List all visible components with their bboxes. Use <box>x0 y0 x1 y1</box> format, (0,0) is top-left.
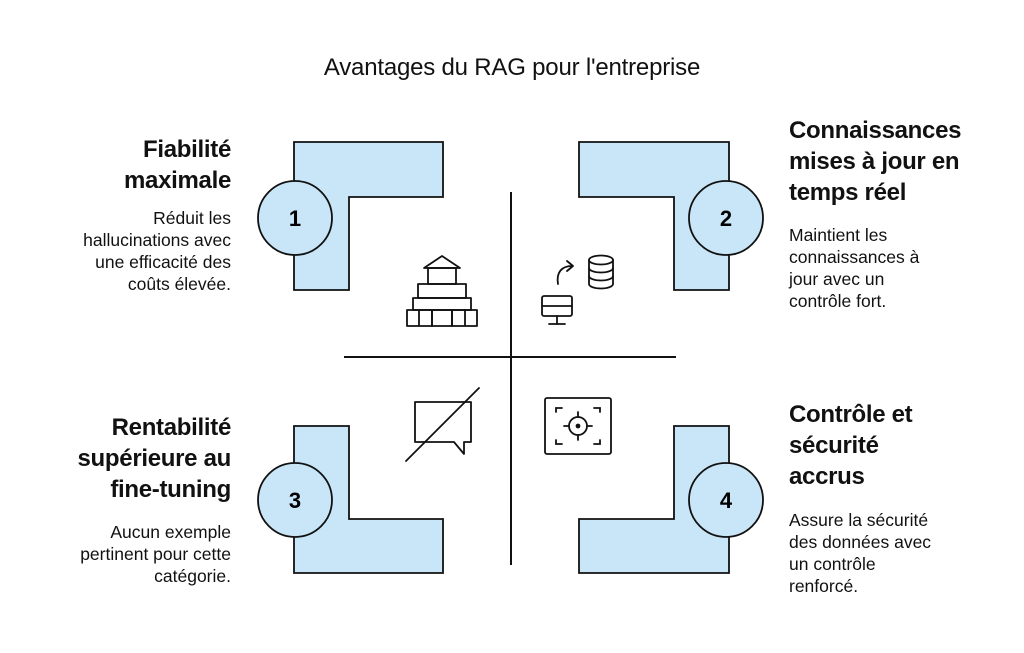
l-shape-1 <box>293 141 444 291</box>
building-blocks-icon <box>406 255 478 327</box>
database-sync-icon <box>541 254 614 325</box>
number-badge-4: 4 <box>688 462 764 538</box>
description-1: Réduit les hallucinations avec une effic… <box>83 207 231 295</box>
l-shape-3 <box>293 425 444 574</box>
description-1-line: Réduit les <box>153 208 231 228</box>
description-1-line: coûts élevée. <box>127 274 231 294</box>
heading-2-line: mises à jour en <box>789 148 960 175</box>
heading-3: Rentabilité supérieure au fine-tuning <box>78 412 232 505</box>
heading-2: Connaissances mises à jour en temps réel <box>789 115 961 208</box>
description-2-line: contrôle fort. <box>789 291 887 311</box>
description-4-line: Assure la sécurité <box>789 510 929 530</box>
heading-4-line: Contrôle et <box>789 401 913 428</box>
description-1-line: hallucinations avec <box>83 230 231 250</box>
description-3-line: pertinent pour cette <box>80 544 231 564</box>
number-4: 4 <box>720 488 733 513</box>
description-4-line: des données avec <box>789 532 932 552</box>
description-2-line: Maintient les <box>789 225 888 245</box>
heading-4: Contrôle et sécurité accrus <box>789 399 913 492</box>
number-badge-3: 3 <box>257 462 333 538</box>
heading-1-line: maximale <box>123 167 231 194</box>
description-2-line: jour avec un <box>789 269 885 289</box>
number-3: 3 <box>289 488 301 513</box>
page-title: Avantages du RAG pour l'entreprise <box>323 54 701 81</box>
number-badge-2: 2 <box>688 180 764 256</box>
description-1-line: une efficacité des <box>95 252 231 272</box>
heading-2-line: Connaissances <box>789 117 962 144</box>
l-shape-4 <box>578 425 730 574</box>
number-badge-1: 1 <box>257 180 333 256</box>
heading-3-line: supérieure au <box>77 445 232 472</box>
description-4: Assure la sécurité des données avec un c… <box>789 509 931 597</box>
description-4-line: renforcé. <box>789 576 859 596</box>
target-frame-icon <box>544 397 612 455</box>
description-3: Aucun exemple pertinent pour cette catég… <box>80 521 231 587</box>
description-3-line: catégorie. <box>154 566 231 586</box>
heading-1-line: Fiabilité <box>143 136 231 163</box>
heading-2-line: temps réel <box>789 179 907 206</box>
heading-4-line: accrus <box>789 463 865 490</box>
number-1: 1 <box>289 206 301 231</box>
description-4-line: un contrôle <box>789 554 876 574</box>
no-chat-icon <box>405 387 480 462</box>
description-2-line: connaissances à <box>789 247 920 267</box>
heading-3-line: Rentabilité <box>111 414 232 441</box>
l-shape-2 <box>578 141 730 291</box>
heading-1: Fiabilité maximale <box>124 134 231 196</box>
description-3-line: Aucun exemple <box>110 522 231 542</box>
description-2: Maintient les connaissances à jour avec … <box>789 224 919 312</box>
heading-4-line: sécurité <box>789 432 879 459</box>
number-2: 2 <box>720 206 732 231</box>
heading-3-line: fine-tuning <box>110 476 231 503</box>
